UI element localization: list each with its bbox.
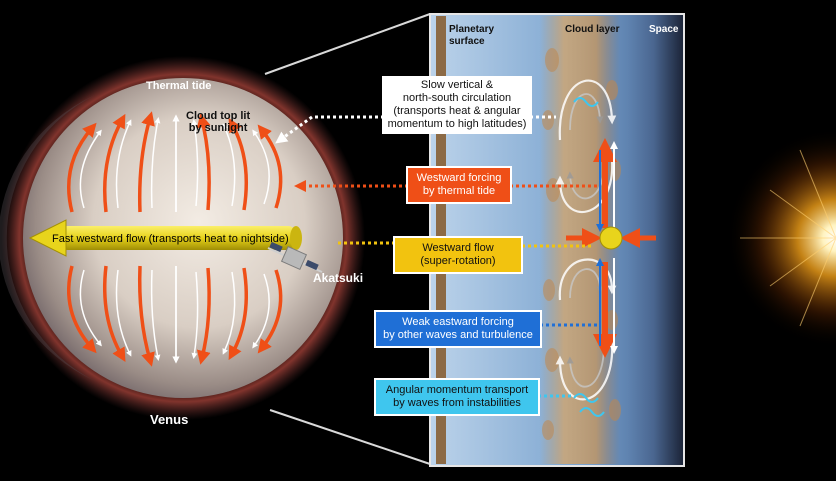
dotted-connectors <box>275 115 598 398</box>
planetary-surface-label: Planetary surface <box>449 24 495 47</box>
space-label: Space <box>649 24 679 35</box>
slow-circulation-box: Slow vertical & north-south circulation … <box>382 76 532 134</box>
venus-lower-arrows <box>67 265 283 367</box>
vertical-forcing-arrows <box>593 138 618 358</box>
spacecraft-icon <box>267 241 323 273</box>
wave-squiggles <box>573 97 605 417</box>
super-rotation-marker <box>566 226 656 250</box>
eastward-forcing-box: Weak eastward forcing by other waves and… <box>374 310 542 348</box>
westward-flow-box: Westward flow (super-rotation) <box>393 236 523 274</box>
westward-forcing-box: Westward forcing by thermal tide <box>406 166 512 204</box>
zoom-line-top <box>264 13 431 75</box>
venus-label: Venus <box>150 412 189 427</box>
cloud-layer-label: Cloud layer <box>565 24 620 35</box>
cloud-top-label: Cloud top lit by sunlight <box>186 110 251 134</box>
akatsuki-label: Akatsuki <box>313 271 364 285</box>
sun-rays <box>740 149 836 327</box>
venus-upper-arrows <box>67 111 283 213</box>
thermal-tide-label: Thermal tide <box>146 80 212 92</box>
fast-westward-flow <box>28 219 302 257</box>
angular-momentum-box: Angular momentum transport by waves from… <box>374 378 540 416</box>
zoom-line-bottom <box>269 409 431 465</box>
fast-flow-label: Fast westward flow (transports heat to n… <box>52 233 289 245</box>
